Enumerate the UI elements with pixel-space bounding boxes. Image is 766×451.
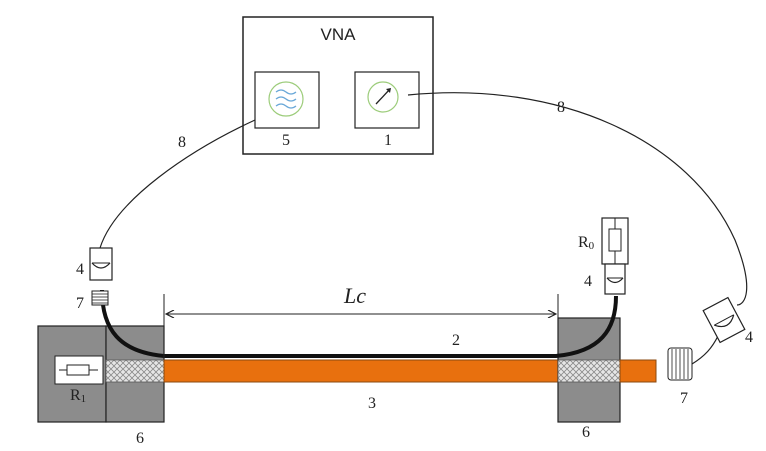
left-connector-icon [89, 247, 113, 281]
vna-port-1 [354, 71, 420, 129]
sensor-cable-label: 2 [452, 332, 460, 349]
left-connector-label: 4 [76, 261, 84, 278]
resistor-r0-label: R0 [578, 234, 595, 252]
rod-label: 3 [368, 395, 376, 412]
cable-8-left [99, 119, 256, 249]
cable-8-left-label: 8 [178, 134, 186, 151]
right-block-label: 6 [582, 424, 590, 441]
meter-icon [367, 81, 399, 113]
left-block-label: 6 [136, 430, 144, 447]
vna-title: VNA [321, 25, 357, 44]
right-choke-icon [667, 347, 693, 381]
wave-icon [268, 81, 304, 117]
cable-8-right [407, 92, 748, 306]
left-choke-icon [91, 290, 109, 306]
left-choke-label: 7 [76, 295, 84, 312]
resistor-r0-icon [601, 217, 629, 265]
right-mesh [557, 359, 621, 383]
vna-port-1-label: 1 [384, 132, 392, 149]
right-connector-icon [604, 263, 626, 295]
rod-extension [619, 359, 657, 383]
cable-8-right-label: 8 [557, 99, 565, 116]
far-right-connector-label: 4 [745, 329, 753, 346]
vna-port-5-label: 5 [282, 132, 290, 149]
right-choke-label: 7 [680, 390, 688, 407]
resistor-r1-icon [59, 364, 98, 376]
far-right-connector-icon [702, 296, 746, 344]
sensor-cable-2 [100, 289, 618, 358]
right-connector-label: 4 [584, 273, 592, 290]
lc-label: Lc [343, 283, 366, 308]
left-mesh [105, 359, 165, 383]
far-right-lead [691, 335, 719, 365]
resistor-r1-label: R1 [70, 387, 86, 405]
